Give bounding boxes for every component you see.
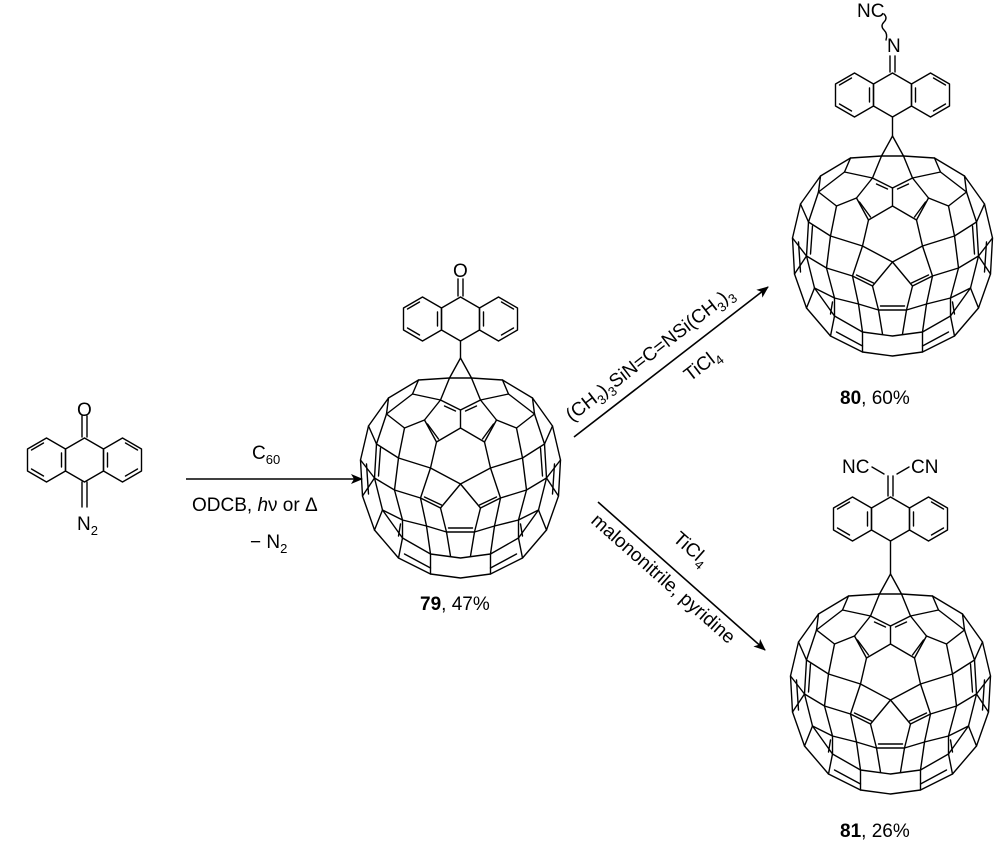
step-up-catalyst-label: TiCl4 xyxy=(680,345,727,389)
product-81-caption: 81, 26% xyxy=(840,821,910,842)
product-80-nc-label: NC xyxy=(857,1,884,22)
product-80-caption: 80, 60% xyxy=(840,388,910,409)
step1-reagent-label: C60 xyxy=(252,443,280,467)
reaction-arrow-to-80 xyxy=(573,286,769,438)
step-down-catalyst-label: TiCl4 xyxy=(667,528,713,573)
product-79-oxygen-label: O xyxy=(453,261,468,282)
product-79-caption: 79, 47% xyxy=(420,594,490,615)
step-down-reagent-label: malononitrile, pyridine xyxy=(587,510,739,648)
product-81-nc-left-label: NC xyxy=(842,457,869,478)
product-80-wavy-bond xyxy=(881,13,888,41)
product-80-nitrogen-label: N xyxy=(887,36,901,57)
start-diazo-label: N2 xyxy=(77,514,98,538)
starting-material-structure xyxy=(26,415,143,508)
product-81-structure xyxy=(789,466,992,795)
start-oxygen-label: O xyxy=(77,400,92,421)
product-81-cn-right-label: CN xyxy=(911,457,938,478)
step1-conditions-label: ODCB, hν or Δ xyxy=(192,495,318,516)
product-79-structure xyxy=(359,278,562,579)
reaction-arrow-to-81 xyxy=(597,501,766,651)
step1-byproduct-label: − N2 xyxy=(250,532,287,556)
product-80-structure xyxy=(791,55,994,357)
